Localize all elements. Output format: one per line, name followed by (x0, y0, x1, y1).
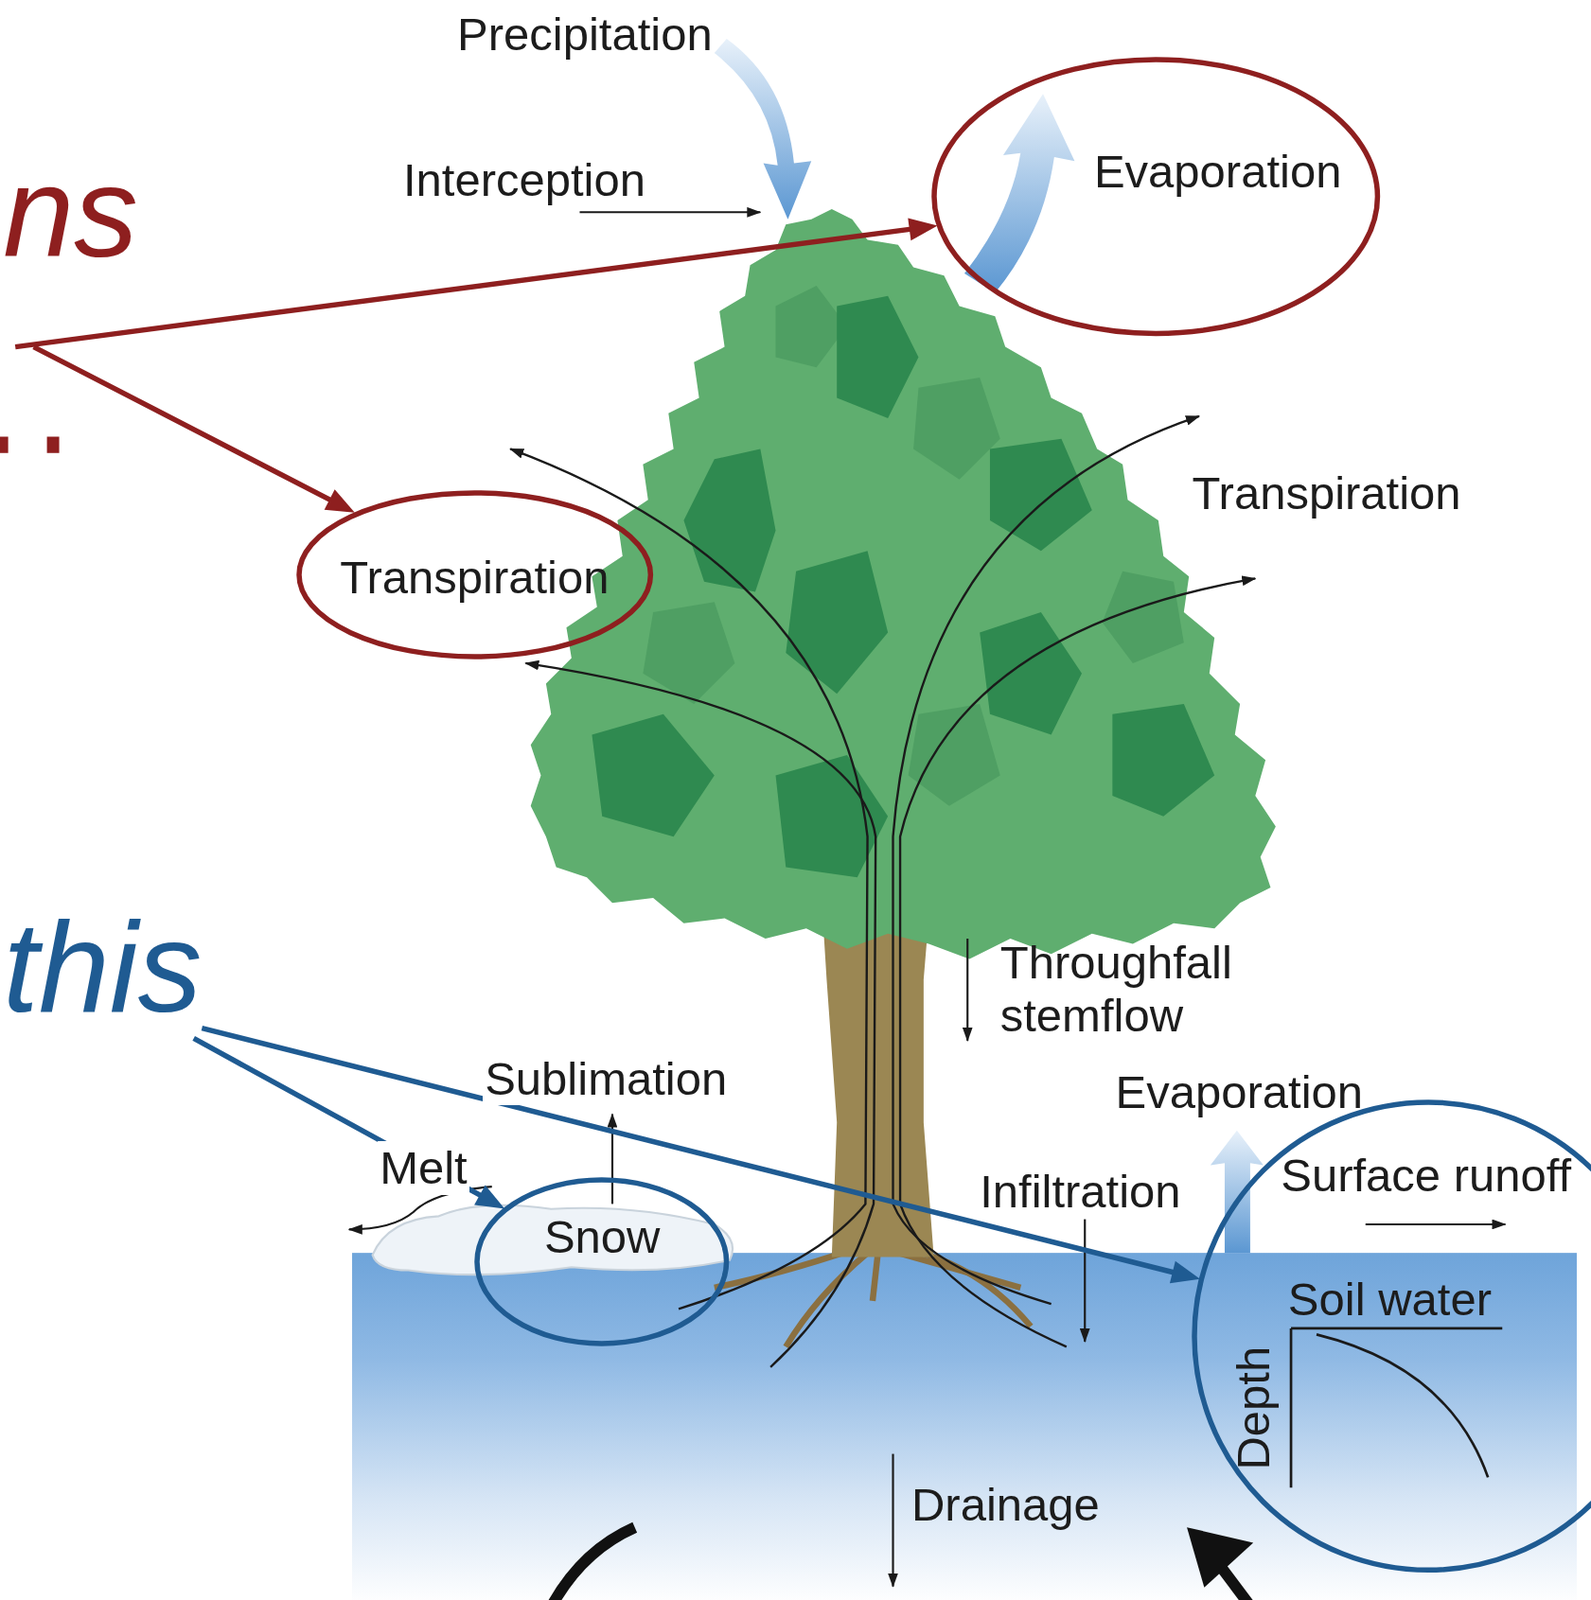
canopy-shade (683, 448, 776, 592)
soil-ground (352, 1253, 1577, 1600)
water-flow-line (525, 663, 876, 1368)
tree-root (872, 1255, 878, 1302)
tree-root (785, 1253, 867, 1347)
callout-word-text: ns (2, 142, 139, 284)
callout-word: this (2, 898, 202, 1040)
connector-line (15, 229, 912, 347)
tree-canopy (530, 209, 1276, 960)
red-dot (47, 437, 60, 454)
snow-patch (372, 1205, 733, 1275)
process-label: Evaporation (1115, 1065, 1364, 1119)
drainage-arrow (891, 1454, 894, 1588)
connector-head (324, 489, 355, 513)
process-label: Interception (403, 153, 646, 207)
ellipse-callout: Snow (474, 1177, 730, 1347)
connector-head (907, 218, 937, 242)
cycle-arc (550, 1527, 635, 1600)
process-label: Drainage (911, 1478, 1100, 1532)
cycle-arrow-head (1186, 1527, 1254, 1589)
process-label: Melt (377, 1141, 470, 1195)
canopy-patch (776, 285, 848, 368)
process-label: Sublimation (482, 1052, 729, 1106)
outline-shape (931, 56, 1380, 336)
evaporation-arrow (964, 93, 1075, 293)
canopy-shade (989, 439, 1093, 552)
infiltration-arrow (1083, 1219, 1086, 1343)
precipitation-arrow (714, 38, 812, 220)
connector-head (474, 1184, 505, 1209)
canopy-shade (785, 550, 888, 694)
sublimation-arrow (611, 1114, 614, 1205)
water-flow-line (893, 416, 1200, 1305)
axis-label: Depth (1226, 1346, 1280, 1471)
process-label: Infiltration (979, 1165, 1181, 1219)
red-dot (0, 437, 9, 454)
zoom-circle: Surface runoffSoil waterDepth (1191, 1099, 1591, 1574)
node-text: Transpiration (339, 550, 609, 604)
callout-word-text: this (2, 898, 202, 1040)
canopy-shade (591, 714, 714, 837)
ellipse-callout: Transpiration (296, 490, 654, 660)
canopy-shade (1112, 704, 1215, 817)
runoff-arrow (1365, 1223, 1506, 1226)
tree-root (714, 1250, 853, 1289)
connector-arrow (15, 218, 937, 348)
connector-line (34, 347, 332, 501)
ellipse-callout: Evaporation (931, 56, 1380, 336)
ellipse-outline (299, 493, 651, 657)
interception-arrow (579, 211, 761, 213)
tree-root (908, 1250, 1031, 1327)
throughfall-arrow (966, 938, 969, 1042)
chart-axes (1290, 1328, 1503, 1488)
node-text: Surface runoff (1280, 1149, 1572, 1203)
canopy-patch (908, 704, 1001, 807)
connector-arrow (34, 347, 355, 513)
soil-water-curve (1316, 1334, 1488, 1478)
water-flow-line (900, 578, 1256, 1347)
node-text: Soil water (1288, 1272, 1492, 1326)
connector-line (201, 1028, 1174, 1273)
node-text: Evaporation (1094, 144, 1343, 198)
process-label: Throughfall stemflow (1000, 936, 1249, 1043)
canopy-shade (836, 296, 919, 419)
connector-head (1169, 1261, 1201, 1284)
process-label: Transpiration (1191, 466, 1461, 520)
canopy-shade (979, 612, 1082, 735)
ellipse-outline (1194, 1102, 1591, 1571)
outline-shape (474, 1177, 730, 1347)
ellipse-outline (934, 59, 1378, 334)
canopy-patch (913, 377, 1001, 480)
connector-arrow (201, 1028, 1201, 1285)
node-text: Snow (544, 1210, 661, 1264)
ellipse-outline (477, 1180, 727, 1344)
process-label: Precipitation (457, 7, 713, 61)
callout-word: ns (2, 142, 139, 348)
